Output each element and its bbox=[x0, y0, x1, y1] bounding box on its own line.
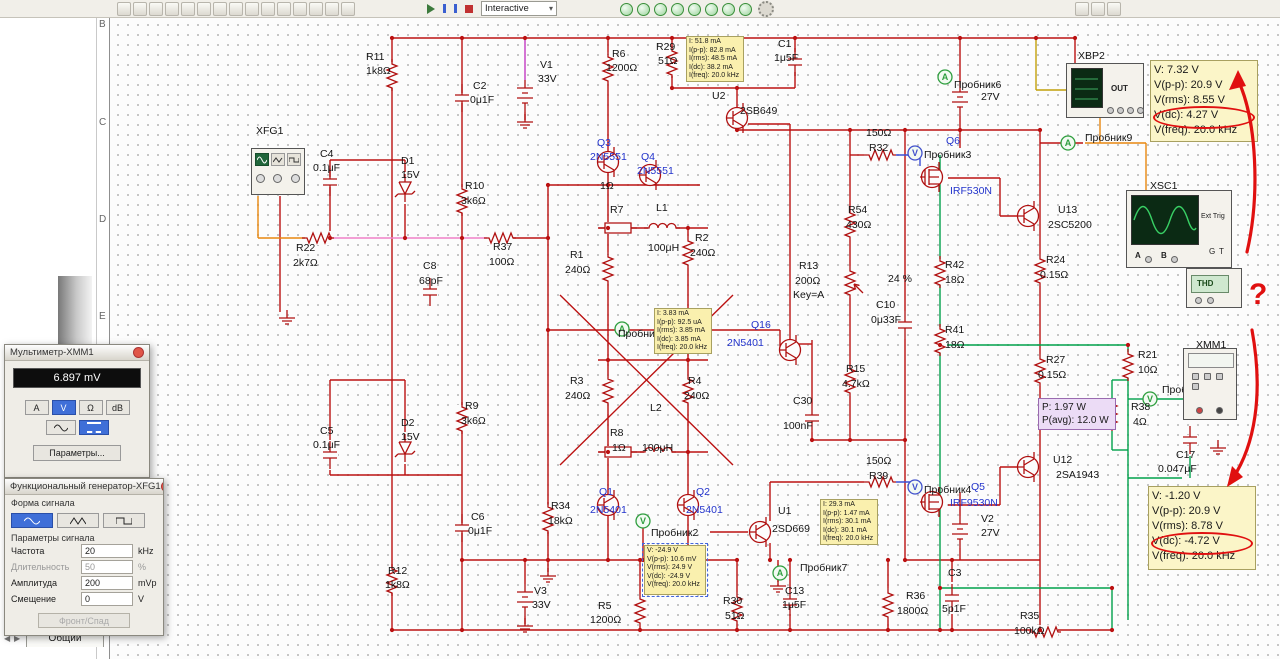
triangle-waveform-button[interactable] bbox=[57, 513, 99, 528]
paste-icon[interactable] bbox=[229, 2, 243, 16]
zoom-fit-icon[interactable] bbox=[325, 2, 339, 16]
ampere-mode-button[interactable]: A bbox=[24, 400, 49, 415]
ruler-letter: C bbox=[99, 117, 107, 128]
new-file-icon[interactable] bbox=[117, 2, 131, 16]
copy-icon[interactable] bbox=[213, 2, 227, 16]
cut-icon[interactable] bbox=[197, 2, 211, 16]
print-preview-icon[interactable] bbox=[181, 2, 195, 16]
sheet-border bbox=[109, 17, 110, 659]
main-toolbar: Interactive ▾ bbox=[0, 0, 1280, 18]
sine-waveform-button[interactable] bbox=[11, 513, 53, 528]
fgen-waveform-label: Форма сигнала bbox=[11, 498, 75, 508]
volt-mode-button[interactable]: V bbox=[51, 400, 76, 415]
multimeter-window[interactable]: Мультиметр-XMM1 6.897 mV A V Ω dB Параме… bbox=[4, 344, 150, 478]
toolbar-simulation-group: Interactive ▾ bbox=[424, 0, 557, 17]
run-icon bbox=[427, 3, 435, 14]
zoom-area-icon[interactable] bbox=[309, 2, 323, 16]
duty-input[interactable]: 50 bbox=[81, 560, 133, 574]
fgen-frequency-row: Частота 20 kHz bbox=[5, 543, 163, 559]
toolbar-window-group bbox=[1074, 1, 1122, 17]
save-icon[interactable] bbox=[149, 2, 163, 16]
voltage-probe-icon[interactable] bbox=[620, 2, 633, 16]
function-generator-window[interactable]: Функциональный генератор-XFG1 Форма сигн… bbox=[4, 478, 164, 636]
run-button[interactable] bbox=[424, 2, 438, 15]
multimeter-display: 6.897 mV bbox=[13, 368, 141, 388]
open-file-icon[interactable] bbox=[133, 2, 147, 16]
ruler-letter: D bbox=[99, 214, 107, 225]
amplitude-input[interactable]: 200 bbox=[81, 576, 133, 590]
zoom-in-icon[interactable] bbox=[277, 2, 291, 16]
simulation-mode-dropdown[interactable]: Interactive ▾ bbox=[481, 1, 557, 16]
fgen-offset-row: Смещение 0 V bbox=[5, 591, 163, 607]
square-waveform-button[interactable] bbox=[103, 513, 145, 528]
stop-icon bbox=[465, 4, 473, 13]
fgen-window-titlebar[interactable]: Функциональный генератор-XFG1 bbox=[5, 479, 163, 495]
sheet-tab-label: Общий bbox=[48, 633, 82, 644]
toolbar-file-group bbox=[116, 1, 356, 17]
fgen-params-label: Параметры сигнала bbox=[11, 533, 95, 543]
fgen-waveform-row bbox=[5, 513, 163, 528]
full-screen-icon[interactable] bbox=[341, 2, 355, 16]
multimeter-mode-row: A V Ω dB bbox=[5, 400, 149, 415]
close-icon[interactable] bbox=[133, 347, 144, 358]
db-mode-button[interactable]: dB bbox=[105, 400, 130, 415]
fgen-duty-row: Длительность 50 % bbox=[5, 559, 163, 575]
ruler-letter: B bbox=[99, 19, 106, 30]
power-probe-icon[interactable] bbox=[654, 2, 667, 16]
voltage-current-probe-icon[interactable] bbox=[688, 2, 701, 16]
dc-symbol-icon bbox=[86, 422, 101, 433]
chevron-down-icon: ▾ bbox=[548, 4, 553, 13]
print-icon[interactable] bbox=[165, 2, 179, 16]
dock-right-icon[interactable] bbox=[1091, 2, 1105, 16]
multimeter-params-button[interactable]: Параметры... bbox=[33, 445, 121, 461]
close-pane-icon[interactable] bbox=[1107, 2, 1121, 16]
ruler-line bbox=[96, 17, 97, 659]
differential-voltage-probe-icon[interactable] bbox=[671, 2, 684, 16]
sheet-nav-left-icon[interactable]: ◀ bbox=[4, 634, 11, 643]
digital-probe-icon[interactable] bbox=[722, 2, 735, 16]
duty-label: Длительность bbox=[11, 562, 70, 572]
offset-unit[interactable]: V bbox=[138, 594, 145, 604]
toolbar-probe-group bbox=[618, 1, 774, 17]
ac-mode-button[interactable] bbox=[45, 420, 76, 435]
pause-button[interactable] bbox=[443, 2, 457, 15]
multimeter-window-titlebar[interactable]: Мультиметр-XMM1 bbox=[5, 345, 149, 361]
simulation-mode-label: Interactive bbox=[485, 3, 529, 14]
pause-icon bbox=[443, 4, 457, 13]
frequency-unit[interactable]: kHz bbox=[138, 546, 154, 556]
undo-icon[interactable] bbox=[245, 2, 259, 16]
voltage-reference-probe-icon[interactable] bbox=[705, 2, 718, 16]
schematic-canvas[interactable] bbox=[110, 17, 1280, 659]
duty-unit: % bbox=[138, 562, 147, 572]
ruler-letter: E bbox=[99, 311, 106, 322]
amplitude-unit[interactable]: mVp bbox=[138, 578, 157, 588]
frequency-label: Частота bbox=[11, 546, 45, 556]
sheet-nav-right-icon[interactable]: ▶ bbox=[14, 634, 21, 643]
current-probe-icon[interactable] bbox=[637, 2, 650, 16]
dock-left-icon[interactable] bbox=[1075, 2, 1089, 16]
offset-input[interactable]: 0 bbox=[81, 592, 133, 606]
multimeter-signal-row bbox=[5, 420, 149, 435]
stop-button[interactable] bbox=[462, 2, 476, 15]
gear-icon[interactable] bbox=[758, 1, 774, 17]
offset-label: Смещение bbox=[11, 594, 57, 604]
amplitude-label: Амплитуда bbox=[11, 578, 58, 588]
fgen-amplitude-row: Амплитуда 200 mVp bbox=[5, 575, 163, 591]
redo-icon[interactable] bbox=[261, 2, 275, 16]
multimeter-window-title: Мультиметр-XMM1 bbox=[10, 347, 94, 358]
multimeter-reading: 6.897 mV bbox=[53, 372, 101, 384]
zoom-out-icon[interactable] bbox=[293, 2, 307, 16]
close-icon[interactable] bbox=[160, 481, 163, 492]
frequency-input[interactable]: 20 bbox=[81, 544, 133, 558]
fgen-window-title: Функциональный генератор-XFG1 bbox=[10, 481, 161, 492]
edge-settings-button[interactable]: Фронт/Спад bbox=[38, 613, 130, 628]
probe-settings-icon[interactable] bbox=[739, 2, 752, 16]
question-mark-annotation: ? bbox=[1249, 278, 1268, 311]
ohm-mode-button[interactable]: Ω bbox=[78, 400, 103, 415]
dc-mode-button[interactable] bbox=[78, 420, 109, 435]
